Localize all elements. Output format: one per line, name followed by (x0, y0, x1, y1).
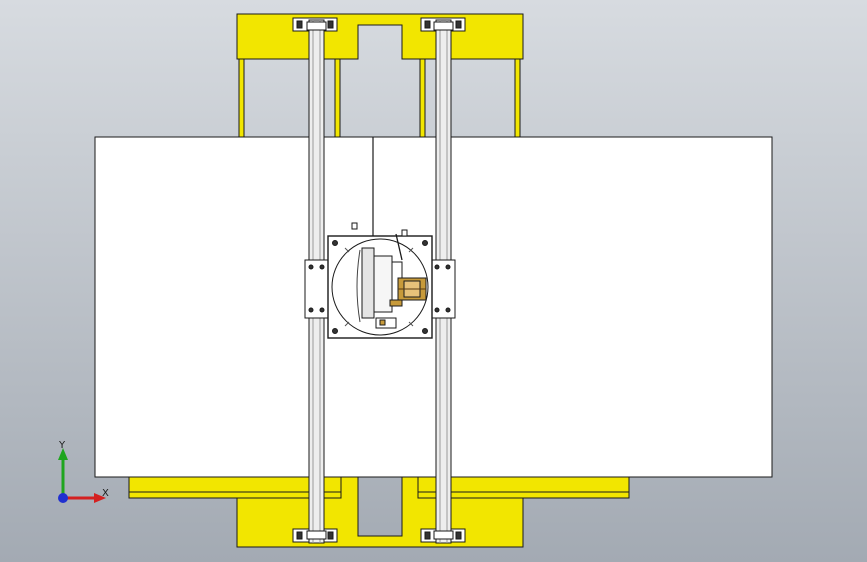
rail-collar (306, 530, 327, 540)
carriage-block-right (430, 259, 456, 319)
rail-collar (433, 530, 454, 540)
top-frame[interactable] (236, 13, 524, 60)
bottom-rail-left[interactable] (128, 473, 342, 499)
coordinate-triad: Y X (58, 440, 109, 503)
x-axis-arrow (94, 493, 106, 503)
saw-head-assembly[interactable] (327, 222, 433, 339)
x-axis-label: X (102, 488, 109, 499)
top-frame-leg-inner-right (419, 58, 426, 138)
rail-collar (433, 21, 454, 31)
motor-body (373, 255, 393, 313)
bottom-rail-right[interactable] (417, 473, 630, 499)
top-frame-leg-inner-left (334, 58, 341, 138)
rail-collar (306, 21, 327, 31)
y-axis-arrow (58, 448, 68, 460)
y-axis-label: Y (58, 440, 66, 451)
top-frame-leg-right (514, 58, 521, 138)
carriage-block-left (304, 259, 330, 319)
top-frame-leg-left (238, 58, 245, 138)
z-axis-dot (58, 493, 68, 503)
saw-blade (361, 247, 375, 319)
